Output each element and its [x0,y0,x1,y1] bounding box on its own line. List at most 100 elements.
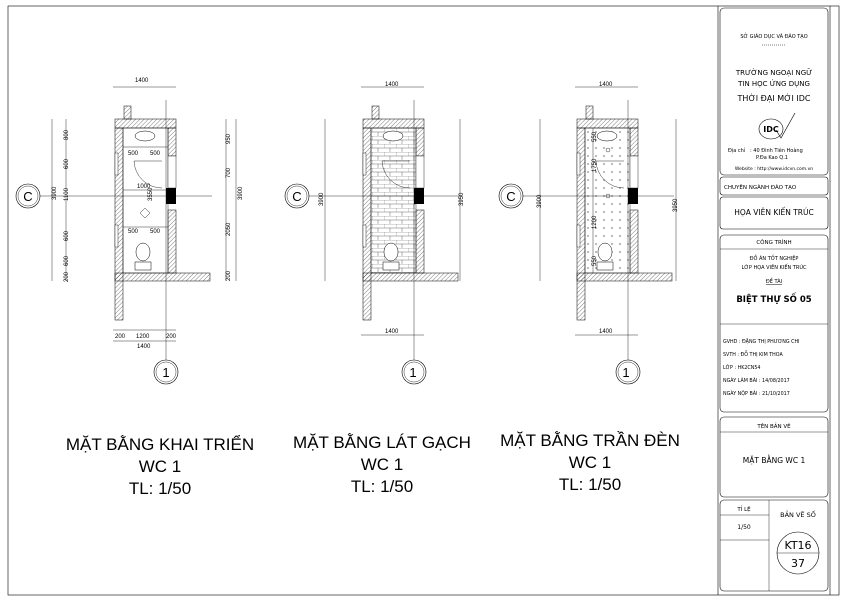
school-name: THỜI ĐẠI MỚI IDC [737,92,811,104]
info-advisor: GVHD : ĐẶNG THỊ PHƯƠNG CHI [723,338,799,345]
drawing-name: MẶT BẰNG WC 1 [743,455,806,465]
dim-inner: 1200 [592,215,598,229]
wall [362,127,372,321]
grid-bubble-c [498,183,524,209]
grid-label-c: C [23,189,32,204]
toilet-tank [134,261,152,271]
plan-3-dimensions: 1400 3900 3950 550 1750 1200 550 1400 [537,82,679,335]
toilet [135,242,151,262]
scale-label: TỈ LỆ [736,505,751,513]
dim-inner: 550 [592,255,598,266]
window [576,224,581,248]
address-label: Địa chỉ [728,147,746,154]
topic-label: ĐỀ TÀI [766,277,782,285]
plan-scale: TL: 1/50 [129,479,191,498]
wall [362,118,425,129]
address-line-2: P.Đa Kao Q.1 [756,155,788,161]
wall [114,127,124,321]
dim-right: 950 [226,133,232,144]
window [362,224,367,248]
dim-right-total: 3950 [459,192,465,206]
wall [362,272,459,282]
dim-left: 200 [64,271,70,282]
dim-bottom: 200 [115,334,126,340]
info-student: SVTH : ĐỖ THỊ KIM THOA [723,350,783,358]
dim-left: 600 [64,158,70,169]
window [114,152,119,176]
grid-bubble-c-inner [286,185,308,207]
sheet-border [7,5,840,596]
dim-inner: 3550 [148,187,154,201]
plan-title: MẶT BẰNG LÁT GẠCH [293,433,471,452]
school-box [719,7,829,176]
wall [415,209,425,274]
plan-1-dimensions: 1400 3900 800 600 1100 600 600 200 950 7… [52,78,244,350]
dim-inner: 550 [592,131,598,142]
plan-tran-den [498,86,677,385]
wall [629,127,639,157]
dim-bottom-total: 1400 [599,329,613,335]
info-submit-date: NGÀY NỘP BÀI : 21/10/2017 [723,390,790,397]
dim-right: 2050 [226,222,232,236]
grid-bubble-c [15,183,41,209]
dim-left: 600 [64,230,70,241]
info-class: LỚP : HK2CN54 [723,364,760,371]
grid-label-c: C [292,189,301,204]
wall [576,272,673,282]
window [576,152,581,176]
sheet-label: BẢN VẼ SỐ [780,509,816,519]
dim-left-total: 3900 [52,186,58,200]
dim-inner: 500 [150,229,161,235]
wall [371,105,380,120]
plan-lat-gach [284,86,461,385]
dim-inner: 500 [128,151,139,157]
wall [585,105,594,120]
dim-inner: 500 [150,151,161,157]
window [114,224,119,248]
dim-right-total: 3900 [238,186,244,200]
grid-bubble-1 [401,359,427,385]
dim-top: 1400 [599,82,613,88]
project-label: CÔNG TRÌNH [756,239,791,246]
plan-title: MẶT BẰNG KHAI TRIỂN [66,435,254,454]
grid-label-1: 1 [162,365,169,380]
wall [114,272,211,282]
dim-bottom-total: 1400 [137,344,151,350]
major: HỌA VIÊN KIẾN TRÚC [734,207,814,217]
toilet-tank [382,261,400,271]
plan-khai-trien [15,86,237,385]
dim-left: 800 [64,129,70,140]
dim-right: 200 [226,270,232,281]
scale-value: 1/50 [737,524,751,531]
dim-right: 700 [226,167,232,178]
grid-bubble-c [284,183,310,209]
department: SỞ GIÁO DỤC VÀ ĐÀO TẠO [740,32,807,40]
lavatory [382,130,404,142]
plan-scale: TL: 1/50 [559,475,621,494]
window [362,152,367,176]
grid-bubble-c-inner [500,185,522,207]
dim-top: 1400 [385,82,399,88]
wall [114,118,177,129]
wall [629,209,639,274]
wall [167,209,177,274]
door-opening [415,155,425,189]
sheet-number: 37 [791,557,805,570]
door-swing [381,160,411,189]
floor-drain-icon [139,207,151,219]
dim-left: 1100 [64,187,70,201]
dim-right-total: 3950 [673,198,679,212]
grid-bubble-1-inner [403,361,425,383]
dim-bottom: 200 [166,334,177,340]
dim-inner: 1000 [137,184,151,190]
topic: BIỆT THỰ SỐ 05 [736,292,811,305]
plan-scale: TL: 1/50 [351,477,413,496]
grid-bubble-1 [615,359,641,385]
project-line-1: ĐỒ ÁN TỐT NGHIỆP [750,253,799,262]
grid-label-1: 1 [622,365,629,380]
dim-bottom: 1200 [136,334,150,340]
major-label: CHUYÊN NGÀNH ĐÀO TẠO [724,183,797,191]
wall [576,127,586,321]
door-swing [133,160,163,189]
